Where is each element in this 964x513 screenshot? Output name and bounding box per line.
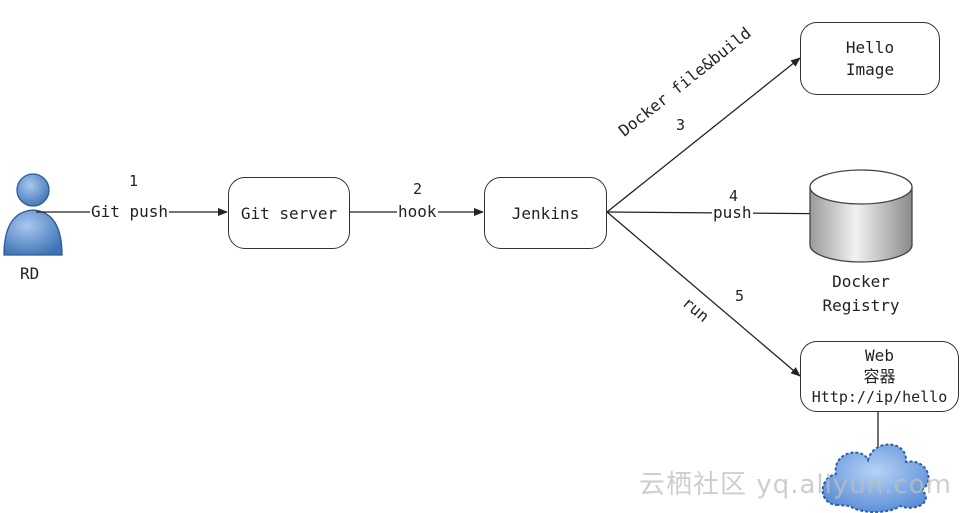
edge2-label: hook: [397, 202, 438, 221]
git-server-label: Git server: [240, 203, 338, 223]
cloud-icon: [821, 443, 930, 513]
person-icon: [3, 173, 63, 256]
jenkins-node: Jenkins: [484, 177, 607, 249]
edge-docker-build: [606, 57, 801, 213]
database-icon: [809, 169, 913, 263]
hello-image-line1: Hello: [845, 37, 895, 57]
edge1-number: 1: [129, 172, 139, 190]
git-server-node: Git server: [228, 177, 350, 249]
edge2-number: 2: [413, 180, 423, 198]
edge1-label: Git push: [90, 202, 170, 221]
edge4-number: 4: [729, 187, 739, 205]
edge4-label: push: [712, 203, 753, 222]
registry-line2: Registry: [822, 296, 900, 315]
web-line2: 容器: [863, 367, 896, 386]
jenkins-label: Jenkins: [511, 203, 580, 223]
hello-image-line2: Image: [845, 59, 895, 79]
web-line1: Web: [865, 346, 894, 365]
web-line3: Http://ip/hello: [811, 388, 948, 406]
registry-line1: Docker: [832, 272, 890, 291]
registry-caption: Docker Registry: [812, 270, 910, 318]
web-container-node: Web 容器 Http://ip/hello: [800, 341, 959, 412]
hello-image-node: Hello Image: [800, 22, 940, 95]
watermark: 云栖社区 yq.aliyun.com: [639, 470, 952, 500]
edge-run: [606, 211, 801, 377]
edge3-number: 3: [676, 116, 686, 134]
edge5-number: 5: [735, 287, 745, 305]
actor-label: RD: [20, 264, 40, 283]
